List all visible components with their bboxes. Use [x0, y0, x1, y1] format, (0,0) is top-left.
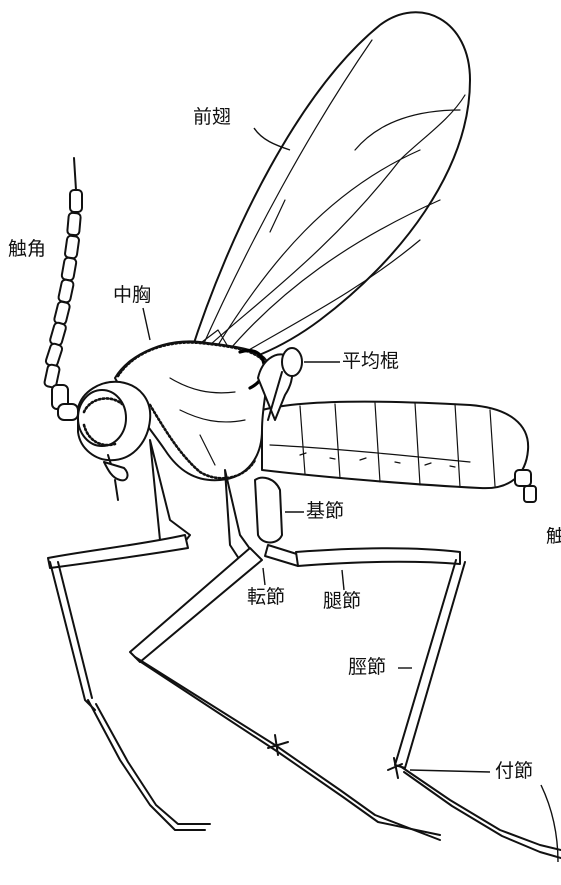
- label-mesothorax: 中胸: [113, 286, 151, 305]
- antenna-drawing: [44, 158, 82, 420]
- label-haltere: 平均棍: [342, 352, 399, 371]
- label-trochanter: 転節: [247, 588, 285, 607]
- label-antenna: 触角: [8, 240, 46, 259]
- legs-drawing: [48, 440, 561, 858]
- head-drawing: [78, 382, 150, 500]
- forewing-drawing: [190, 12, 470, 370]
- label-coxa: 基節: [306, 502, 344, 521]
- abdomen-drawing: [262, 402, 536, 502]
- label-tibia: 脛節: [348, 658, 386, 677]
- label-clipped: 触: [546, 527, 561, 546]
- label-tarsus: 付節: [495, 762, 533, 781]
- label-forewing: 前翅: [193, 108, 231, 127]
- label-femur: 腿節: [323, 592, 361, 611]
